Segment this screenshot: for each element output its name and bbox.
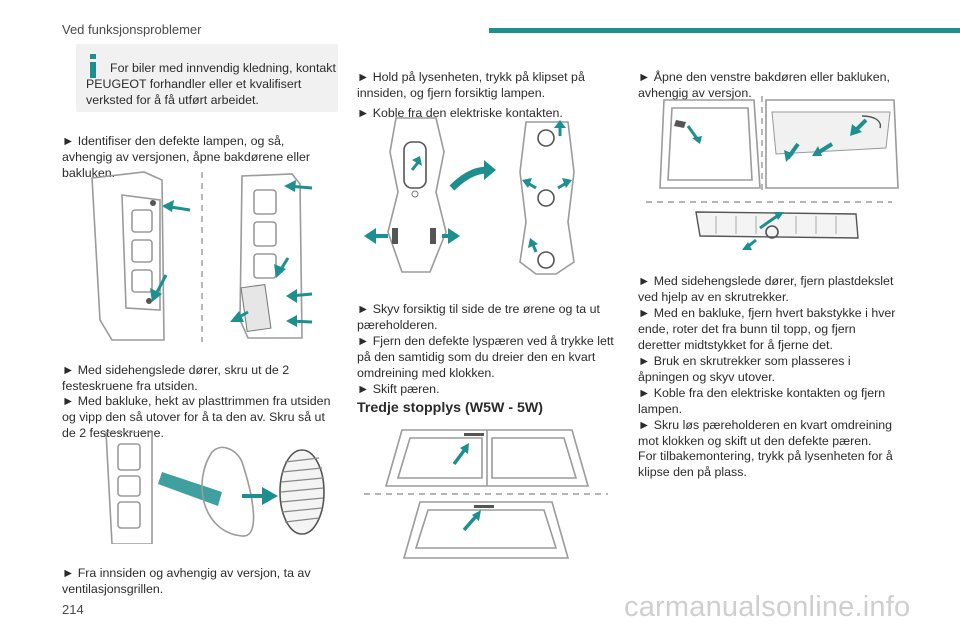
col1-step-tailgate: ► Med bakluke, hekt av plasttrimmen fra …: [62, 394, 331, 440]
figure-cover-removal: [646, 96, 899, 250]
info-text: For biler med innvendig kledning, kontak…: [86, 61, 336, 108]
col1-step-side-doors: ► Med sidehengslede dører, skru ut de 2 …: [62, 363, 290, 393]
section-title-third-brake-light: Tredje stopplys (W5W - 5W): [357, 400, 544, 416]
col3-step-tailgate-pieces: ► Med en bakluke, fjern hvert bakstykke …: [638, 306, 896, 352]
figure-rear-lamp-screws: [91, 171, 313, 342]
col2-step-disconnect: ► Koble fra den elektriske kontakten.: [357, 106, 563, 121]
info-box: For biler med innvendig kledning, kontak…: [76, 44, 338, 112]
figure-bulb-holder: [364, 117, 575, 275]
col2-step-replace: ► Skift pæren.: [357, 382, 440, 397]
running-header: Ved funksjonsproblemer: [62, 22, 202, 37]
header-accent-bar: [489, 28, 960, 33]
watermark: carmanualsonline.info: [624, 591, 911, 623]
col1-step-grille: ► Fra innsiden og avhengig av versjon, t…: [62, 566, 311, 596]
figure-ventilation-grille: [105, 432, 325, 544]
page-number: 214: [62, 602, 84, 617]
col3-step-side-doors-cover: ► Med sidehengslede dører, fjern plastde…: [638, 274, 894, 304]
col3-step-screwdriver: ► Bruk en skrutrekker som plasseres i åp…: [638, 354, 851, 384]
col3-step-disconnect: ► Koble fra den elektriske kontakten og …: [638, 386, 886, 416]
col3-step-refit: For tilbakemontering, trykk på lysenhete…: [638, 449, 893, 479]
figure-third-brake-light: [364, 429, 608, 559]
info-icon: [90, 54, 96, 78]
col2-step-remove-bulb: ► Fjern den defekte lyspæren ved å trykk…: [357, 334, 614, 380]
col3-step-unscrew-holder: ► Skru løs pæreholderen en kvart omdrein…: [638, 418, 892, 448]
col3-step-open-door: ► Åpne den venstre bakdøren eller bakluk…: [638, 70, 890, 100]
col2-step-hold-unit: ► Hold på lysenheten, trykk på klipset p…: [357, 70, 585, 100]
col2-step-slide-ears: ► Skyv forsiktig til side de tre ørene o…: [357, 302, 600, 332]
